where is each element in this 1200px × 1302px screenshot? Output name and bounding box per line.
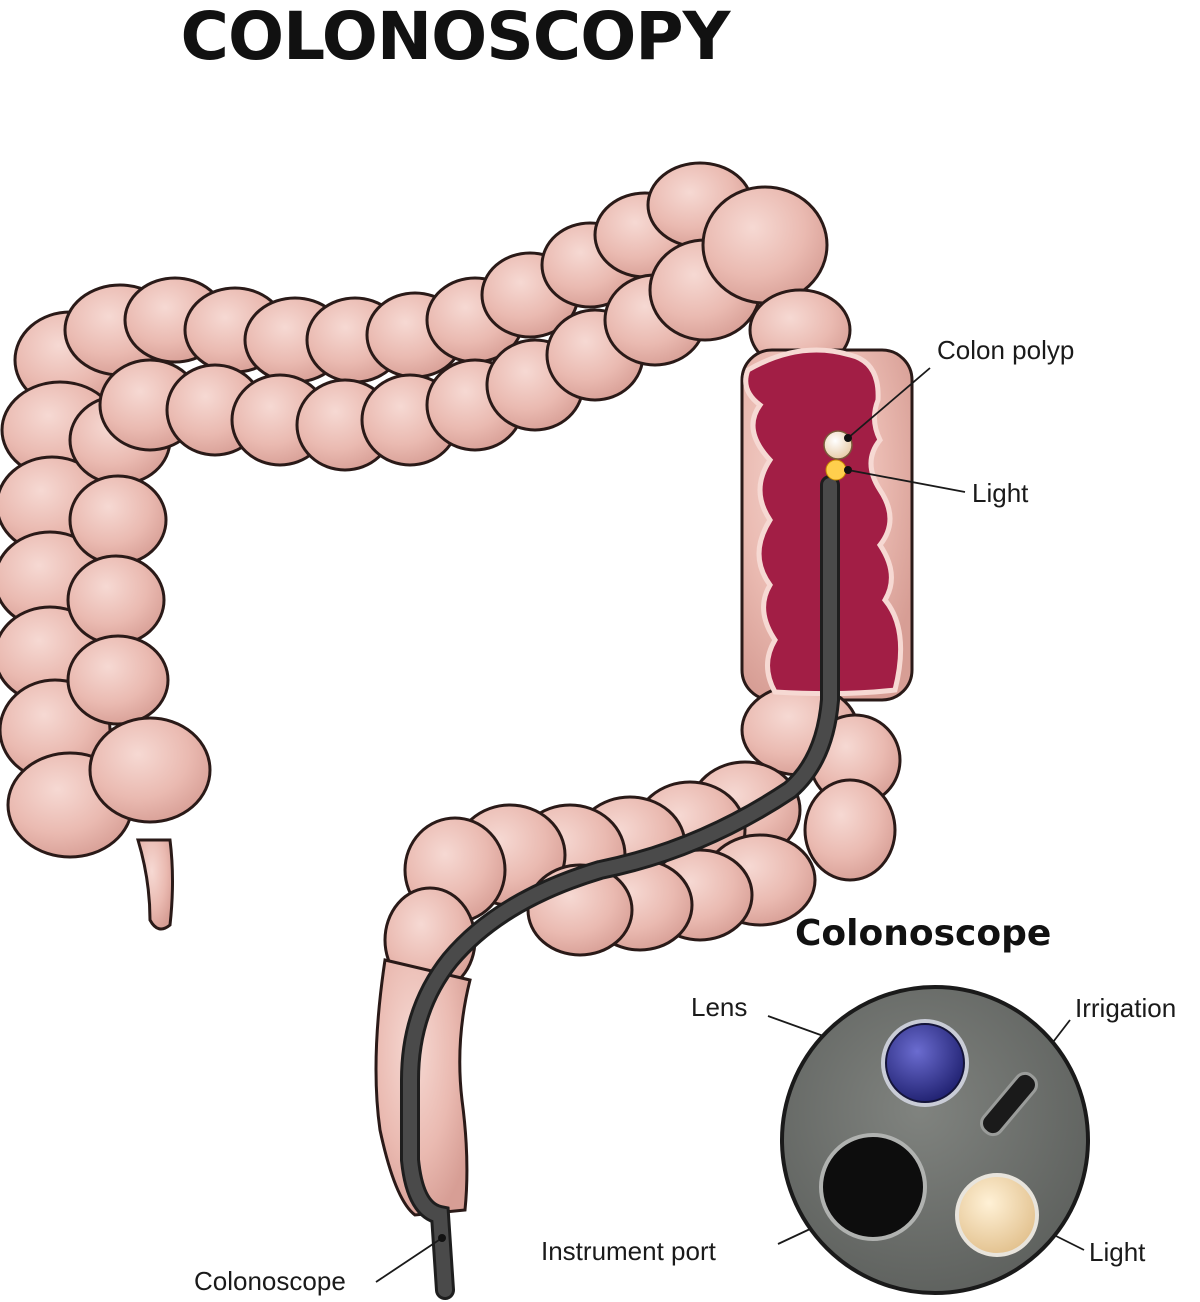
instrument-port-icon xyxy=(819,1133,927,1241)
light-icon xyxy=(955,1173,1039,1257)
label-irrigation: Irrigation xyxy=(1075,993,1177,1023)
page-title: COLONOSCOPY xyxy=(180,0,731,75)
label-light-tip: Light xyxy=(1089,1237,1146,1267)
label-light-top: Light xyxy=(972,478,1029,508)
appendix xyxy=(135,838,174,931)
label-colonoscope-tube: Colonoscope xyxy=(194,1266,346,1296)
colonoscope-head xyxy=(780,985,1090,1295)
label-colon-polyp: Colon polyp xyxy=(937,335,1075,365)
ascending-colon xyxy=(0,310,212,859)
scope-light-glow xyxy=(825,459,847,481)
irrigation-icon xyxy=(980,1071,1038,1137)
label-instrument-port: Instrument port xyxy=(541,1236,716,1266)
label-lens: Lens xyxy=(691,992,748,1022)
colonoscope-heading: Colonoscope xyxy=(795,913,1052,954)
transverse-colon xyxy=(63,161,829,472)
colonoscope-tube-highlight xyxy=(403,478,837,1297)
